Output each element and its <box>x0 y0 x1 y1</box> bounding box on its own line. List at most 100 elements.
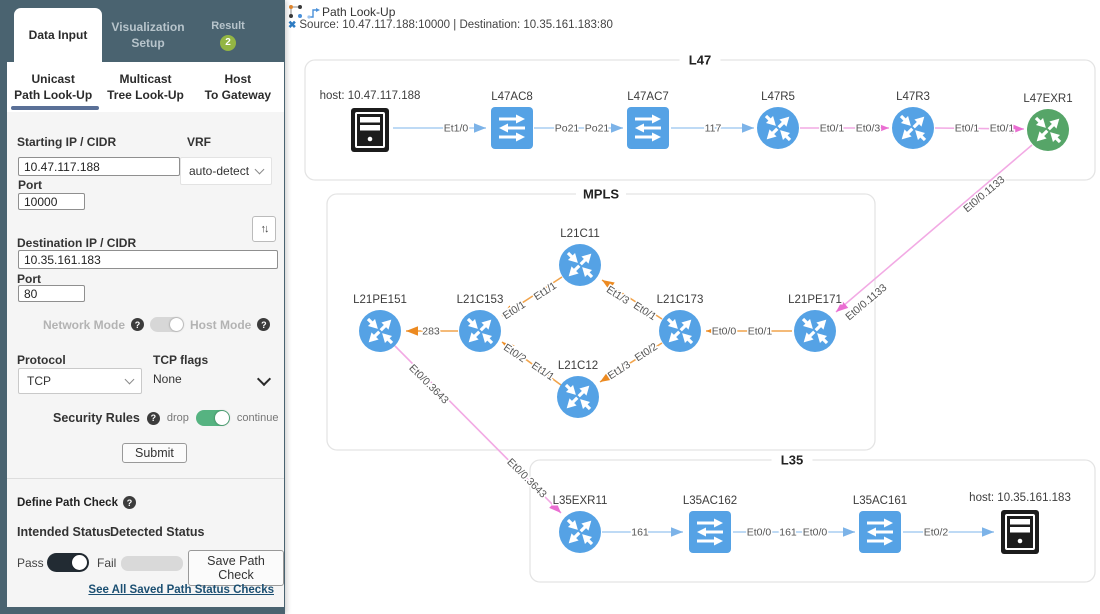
destination-port-input[interactable] <box>18 285 85 302</box>
summary-text: Source: 10.47.117.188:10000 | Destinatio… <box>299 19 613 31</box>
node-L35AC162[interactable]: L35AC162 <box>681 494 739 553</box>
node-L21C11[interactable]: L21C11 <box>559 227 601 286</box>
node-L47EXR1[interactable]: L47EXR1 <box>1022 92 1074 151</box>
vrf-select[interactable]: auto-detect <box>180 157 272 185</box>
node-label: host: 10.35.161.183 <box>969 492 1071 504</box>
destination-ip-input[interactable] <box>18 250 278 269</box>
network-mode-label: Network Mode <box>43 317 126 332</box>
edge-label: Et0/0 <box>747 527 772 539</box>
node-L35AC161[interactable]: L35AC161 <box>851 494 909 553</box>
node-label: L21C153 <box>457 294 504 306</box>
node-label: L47R5 <box>761 91 795 103</box>
tab-result[interactable]: Result 2 <box>196 8 260 62</box>
edge-L35EXR11--L35AC162: 161 <box>602 525 683 540</box>
drop-label: drop <box>166 412 189 424</box>
node-host-10.35.161.183[interactable]: host: 10.35.161.183 <box>968 491 1072 554</box>
tcp-flags-expand-icon[interactable] <box>256 371 272 387</box>
node-host-10.47.117.188[interactable]: host: 10.47.117.188 <box>318 89 422 152</box>
query-summary: ✖ Source: 10.47.117.188:10000 | Destinat… <box>288 19 613 31</box>
security-rules-toggle[interactable] <box>195 410 230 426</box>
security-rules-help-icon[interactable]: ? <box>146 411 160 425</box>
edge-label: Et0/0 <box>712 326 737 338</box>
node-L35EXR11[interactable]: L35EXR11 <box>551 494 609 553</box>
edge-label: 117 <box>705 123 722 135</box>
tcp-flags-value: None <box>153 372 182 386</box>
save-path-check-button[interactable]: Save Path Check <box>188 550 284 586</box>
edge-L47AC7--L47R5: 117 <box>671 121 754 136</box>
detected-status-label: Detected Status <box>110 525 205 539</box>
node-label: L47AC8 <box>491 91 533 103</box>
edge-label: Et0/1 <box>955 123 980 135</box>
destination-ip-label: Destination IP / CIDR <box>17 236 137 250</box>
subtabs: Unicast Path Look-Up Multicast Tree Look… <box>7 62 284 112</box>
node-L21PE171[interactable]: L21PE171 <box>787 293 843 352</box>
protocol-select[interactable]: TCP <box>18 368 142 394</box>
starting-ip-input[interactable] <box>18 157 180 176</box>
sidebar-panel: Unicast Path Look-Up Multicast Tree Look… <box>7 62 284 607</box>
chevron-down-icon <box>124 374 135 385</box>
edge-label: Et0/3 <box>856 123 881 135</box>
chevron-down-icon <box>254 164 265 175</box>
subtab-host-to-gateway[interactable]: Host To Gateway <box>204 71 272 102</box>
node-label: L21C173 <box>657 294 704 306</box>
node-label: L21C12 <box>558 360 598 372</box>
mode-toggle[interactable] <box>150 317 185 332</box>
submit-button[interactable]: Submit <box>122 443 187 463</box>
node-label: L35EXR11 <box>553 495 608 507</box>
node-L21C153[interactable]: L21C153 <box>455 293 505 352</box>
security-rules-label: Security Rules <box>53 411 140 425</box>
swap-src-dst-button[interactable]: ↑↓ <box>252 216 276 242</box>
node-L47AC7[interactable]: L47AC7 <box>626 90 670 149</box>
node-label: L47EXR1 <box>1023 93 1072 105</box>
subtab-multicast-tree-lookup[interactable]: Multicast Tree Look-Up <box>107 71 184 102</box>
page-title: Path Look-Up <box>322 5 396 19</box>
node-L21C173[interactable]: L21C173 <box>655 293 705 352</box>
swap-vertical-icon: ↑↓ <box>260 223 270 235</box>
intended-status-toggle[interactable] <box>47 553 89 572</box>
node-L21PE151[interactable]: L21PE151 <box>352 293 408 352</box>
edge-L47R5--L47R3: Et0/1 Et0/3 <box>800 121 889 136</box>
edge-L35AC161--host-10.35.161.183: Et0/2 <box>903 525 994 540</box>
edge-host-10.47.117.188--L47AC8: Et1/0 <box>393 121 486 136</box>
continue-label: continue <box>236 412 279 424</box>
sidebar: Data Input Visualization Setup Result 2 … <box>0 0 285 614</box>
starting-ip-label: Starting IP / CIDR <box>17 135 117 149</box>
define-path-check-help-icon[interactable]: ? <box>122 496 136 509</box>
edge-label: 161 <box>779 527 797 539</box>
fail-label: Fail <box>97 556 117 570</box>
subtab-unicast-path-lookup[interactable]: Unicast Path Look-Up <box>7 62 99 112</box>
destination-port-label: Port <box>17 272 41 286</box>
source-port-input[interactable] <box>18 193 85 210</box>
edge-label: 283 <box>422 326 440 338</box>
node-label: L21C11 <box>560 228 599 240</box>
node-L47AC8[interactable]: L47AC8 <box>490 90 534 149</box>
tab-data-input[interactable]: Data Input <box>14 8 102 62</box>
active-subtab-underline <box>11 106 99 110</box>
node-L47R3[interactable]: L47R3 <box>892 90 934 149</box>
edge-label: Et0/1 <box>820 123 845 135</box>
edge-label: Et0/1 <box>990 123 1015 135</box>
node-label: host: 10.47.117.188 <box>320 90 421 102</box>
group-title-L47: L47 <box>689 53 711 68</box>
tab-visualization-setup[interactable]: Visualization Setup <box>111 19 185 50</box>
node-label: L47R3 <box>896 91 930 103</box>
tcp-flags-label: TCP flags <box>153 353 209 367</box>
network-mode-help-icon[interactable]: ? <box>131 318 145 331</box>
detected-status-pill <box>121 556 183 571</box>
close-icon[interactable]: ✖ <box>288 19 297 31</box>
intended-status-label: Intended Status <box>17 525 111 539</box>
source-port-label: Port <box>18 178 42 192</box>
node-L47R5[interactable]: L47R5 <box>757 90 799 149</box>
define-path-check-label: Define Path Check <box>17 496 118 509</box>
host-mode-help-icon[interactable]: ? <box>257 318 271 331</box>
see-all-saved-checks-link[interactable]: See All Saved Path Status Checks <box>88 584 274 596</box>
edge-L21C153--L21PE151: 283 <box>406 324 458 339</box>
topology-icon <box>288 4 304 25</box>
node-L21C12[interactable]: L21C12 <box>556 359 600 418</box>
edge-L47R3--L47EXR1: Et0/1 Et0/1 <box>934 121 1025 136</box>
edge-label: Et1/0 <box>444 123 469 135</box>
